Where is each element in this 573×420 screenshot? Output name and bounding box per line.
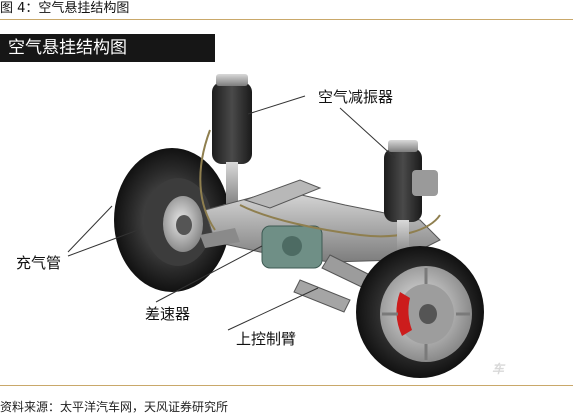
figure-caption: 图 4：空气悬挂结构图 [0, 1, 130, 16]
label-upper-control-arm: 上控制臂 [236, 330, 297, 348]
bottom-divider [0, 385, 573, 386]
air-suspension-illustration [67, 74, 484, 378]
label-air-tube: 充气管 [16, 254, 62, 272]
label-differential: 差速器 [145, 305, 191, 323]
air-lines [199, 129, 441, 238]
watermark-logo: 车 [492, 362, 505, 376]
source-note: 资料来源：太平洋汽车网，天风证券研究所 [0, 400, 229, 414]
panel-title: 空气悬挂结构图 [0, 34, 215, 62]
caption-divider [0, 19, 573, 20]
label-air-shock-absorber: 空气减振器 [318, 88, 394, 106]
leader-lines [67, 95, 396, 331]
figure-panel: 空气悬挂结构图 空气减振器 充气管 差速器 上控制臂 车 [0, 30, 573, 382]
right-wheel [356, 246, 484, 378]
